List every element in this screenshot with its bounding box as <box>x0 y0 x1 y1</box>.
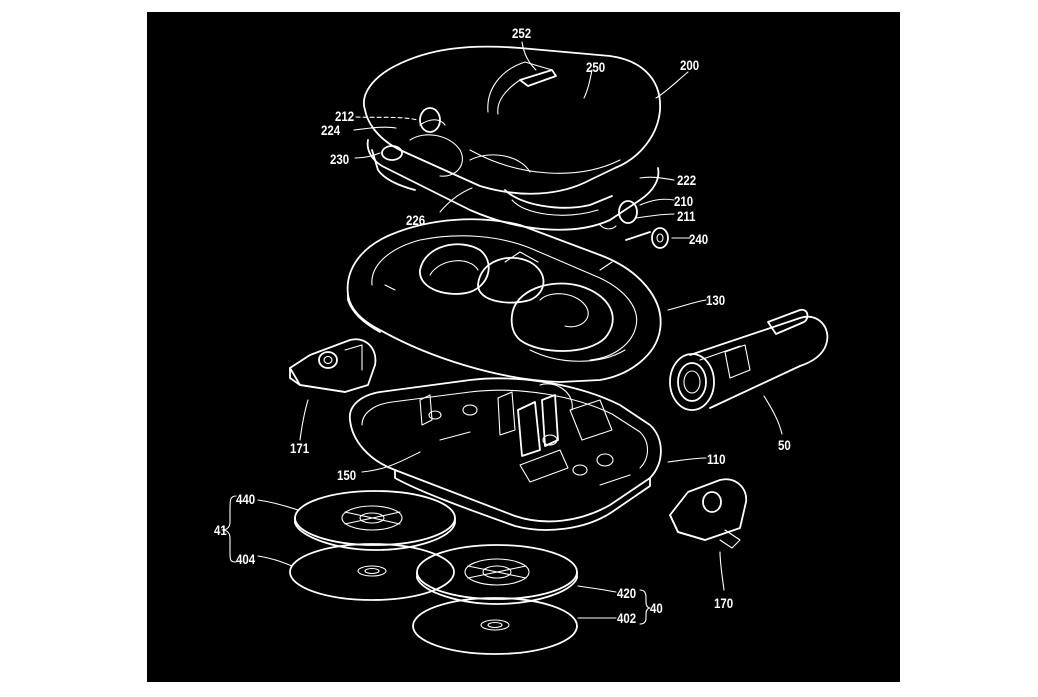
cartridge-50 <box>669 308 829 411</box>
label-402: 402 <box>617 610 637 626</box>
label-240: 240 <box>689 231 709 247</box>
label-211: 211 <box>677 208 696 224</box>
disk-402 <box>412 597 578 655</box>
label-420: 420 <box>617 585 637 601</box>
label-250: 250 <box>586 59 606 75</box>
disk-404 <box>289 543 455 601</box>
clip-240 <box>625 227 669 249</box>
label-130: 130 <box>706 292 726 308</box>
label-404: 404 <box>236 551 256 567</box>
disk-440 <box>294 490 456 551</box>
label-210: 210 <box>674 193 694 209</box>
label-171: 171 <box>290 440 310 456</box>
label-40: 40 <box>650 600 663 616</box>
label-200: 200 <box>680 57 700 73</box>
label-222: 222 <box>677 172 697 188</box>
patent-figure: 252 250 200 212 224 230 222 210 211 226 … <box>147 12 900 682</box>
label-224: 224 <box>321 122 341 138</box>
middle-housing-130 <box>346 218 662 383</box>
label-50: 50 <box>778 437 791 453</box>
label-226: 226 <box>406 212 426 228</box>
label-150: 150 <box>337 467 357 483</box>
exploded-view-drawing <box>221 41 829 655</box>
base-110 <box>349 377 662 531</box>
label-230: 230 <box>330 151 350 167</box>
leader-lines <box>221 41 783 625</box>
label-170: 170 <box>714 595 734 611</box>
label-212: 212 <box>335 108 355 124</box>
foot-171 <box>289 338 377 393</box>
disk-420 <box>416 544 578 605</box>
foot-170 <box>669 478 747 549</box>
label-440: 440 <box>236 491 256 507</box>
lid-frame-210 <box>366 134 660 231</box>
label-252: 252 <box>512 25 532 41</box>
label-110: 110 <box>707 451 726 467</box>
label-41: 41 <box>214 522 227 538</box>
top-cover-250 <box>363 45 661 195</box>
